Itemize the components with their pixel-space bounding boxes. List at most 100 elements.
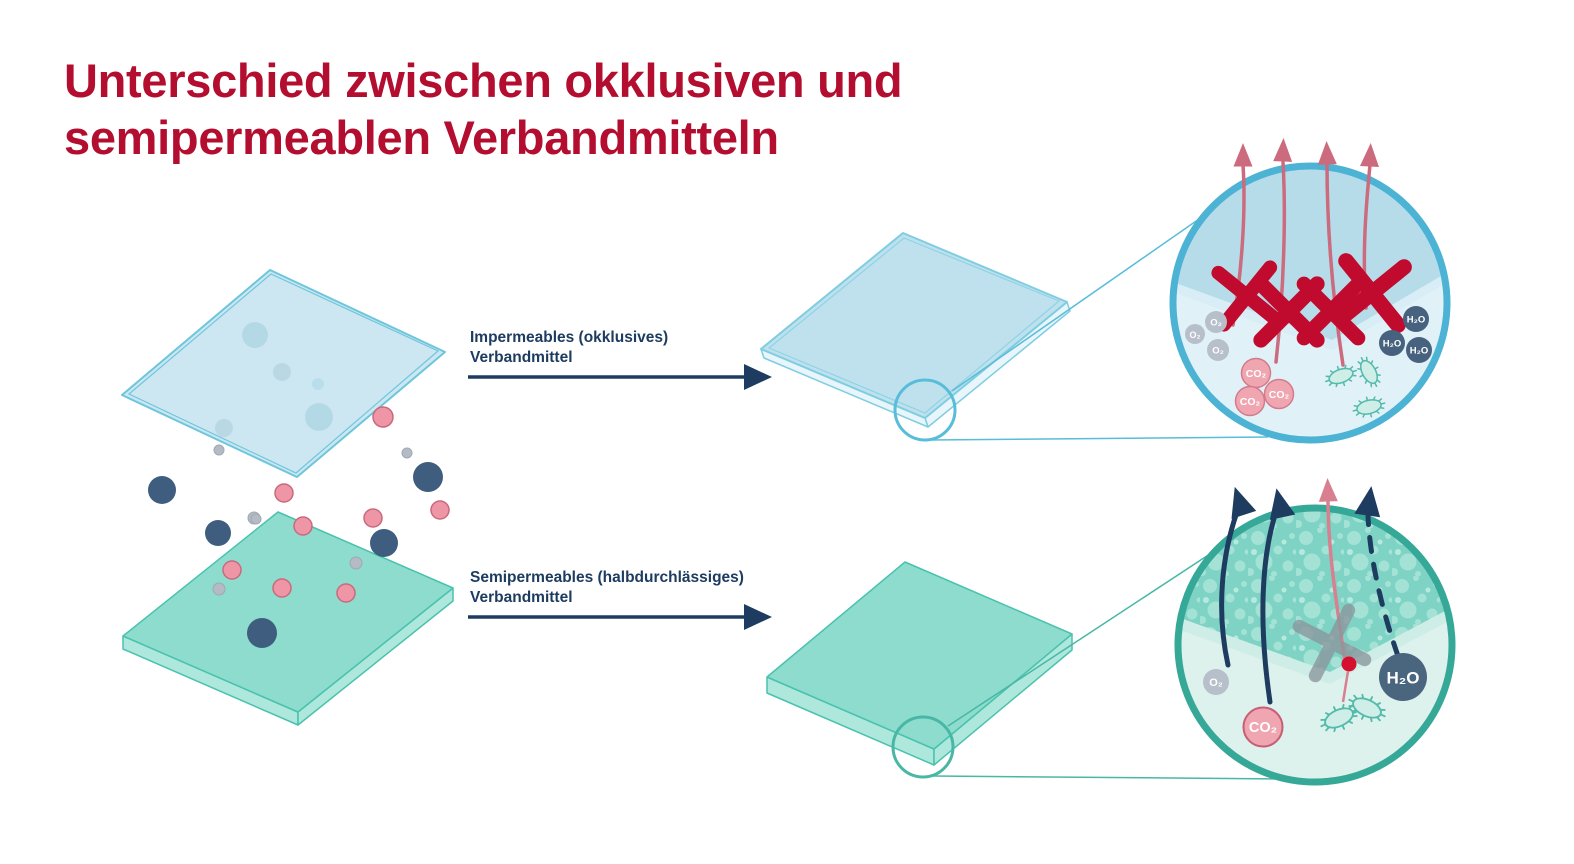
o2-label: O₂ [1210, 318, 1222, 329]
dot [363, 508, 383, 528]
dot [413, 462, 443, 492]
co2-label: CO₂ [1246, 368, 1267, 380]
h2o-label: H₂O [1383, 339, 1401, 350]
bacteria-trace-line [1341, 670, 1350, 703]
h2o-molecule [1403, 306, 1429, 332]
arrow-head-icon [744, 604, 772, 630]
arrow-head-icon [1222, 482, 1257, 519]
co2-label: CO₂ [1269, 389, 1290, 401]
molecules-on-foam [212, 513, 398, 648]
occlusive-arrow [468, 364, 772, 390]
magnifier-ring [893, 378, 957, 442]
magnifier-line [947, 549, 1217, 727]
o2-label: O₂ [1209, 677, 1223, 689]
occlusive-magnified-view: O₂ O₂ O₂ CO₂ CO₂ CO₂ [1169, 137, 1451, 444]
h2o-molecule [1406, 337, 1432, 363]
co2-label: CO₂ [1240, 396, 1261, 408]
sheet-inner-edge [767, 237, 1061, 414]
dot [274, 483, 294, 503]
occlusive-label-line1: Impermeables (okklusives) [470, 329, 669, 346]
semipermeable-label-line1: Semipermeables (halbdurchlässiges) [470, 569, 744, 586]
occlusive-result: O₂ O₂ O₂ CO₂ CO₂ CO₂ [760, 137, 1451, 444]
vapour-arrow [1325, 161, 1345, 367]
semipermeable-arrow [468, 604, 772, 630]
arrow-head-icon [1233, 143, 1253, 167]
o2-molecule [1203, 669, 1229, 695]
h2o-label: H₂O [1407, 315, 1425, 326]
dot [349, 556, 363, 570]
dot [247, 618, 277, 648]
o2-molecule [1207, 339, 1229, 361]
co2-molecule [1234, 385, 1266, 417]
gas-arrow [1219, 509, 1240, 668]
magnifier-ring [891, 715, 955, 779]
film-face [121, 269, 446, 478]
gas-arrow [1260, 509, 1279, 705]
dot [205, 520, 231, 546]
co2-molecule [1263, 378, 1295, 410]
semipermeable-label-line2: Verbandmittel [470, 589, 573, 606]
passing-gas-arrows [1219, 509, 1279, 705]
main-title-line2: semipermeablen Verbandmitteln [64, 111, 779, 164]
o2-molecule [1205, 311, 1227, 333]
vapour-arrow [1274, 160, 1287, 364]
arrow-head-icon [1354, 484, 1385, 518]
occlusive-film-sheet [121, 269, 446, 478]
semipermeable-foam-sheet [122, 511, 454, 726]
dot [370, 529, 398, 557]
dot [212, 582, 226, 596]
dot [372, 406, 394, 428]
o2-molecule [1185, 324, 1205, 344]
membrane-edge-band [1181, 602, 1449, 684]
sheet-face [760, 232, 1068, 419]
arrow-head-icon [1318, 477, 1338, 502]
slab-face [122, 511, 454, 713]
h2o-molecule [1379, 330, 1405, 356]
magnifier-line [929, 436, 1269, 441]
dot [222, 560, 242, 580]
dressing-layers-illustration [121, 269, 454, 726]
h2o-molecules: H₂O H₂O H₂O [1379, 306, 1432, 363]
dot [250, 513, 262, 525]
semipermeable-result: O₂ CO₂ H₂O [766, 477, 1456, 786]
magnifier-line [951, 209, 1213, 392]
main-title: Unterschied zwischen okklusiven und semi… [64, 52, 903, 166]
h2o-label: H₂O [1386, 669, 1419, 688]
h2o-molecule [1379, 653, 1427, 701]
semipermeable-sheet-preview [766, 561, 1073, 766]
co2-molecule [1242, 706, 1284, 748]
dot [336, 583, 356, 603]
dot [148, 476, 176, 504]
co2-label: CO₂ [1249, 720, 1277, 736]
o2-label: O₂ [1212, 346, 1224, 357]
main-title-line1: Unterschied zwischen okklusiven und [64, 54, 903, 107]
arrow-head-icon [1360, 142, 1381, 167]
arrow-head-icon [744, 364, 772, 390]
semipermeable-magnified-view: O₂ CO₂ H₂O [1174, 477, 1456, 786]
blocked-dot [1341, 656, 1357, 672]
semipermeable-arrow-label: Semipermeables (halbdurchlässiges) Verba… [470, 568, 744, 608]
magnified-membrane [1181, 511, 1449, 684]
co2-molecules: CO₂ CO₂ CO₂ [1234, 357, 1295, 417]
slab-face [766, 561, 1073, 750]
dot [293, 516, 313, 536]
porous-membrane-surface [1181, 511, 1449, 672]
dot [272, 578, 292, 598]
o2-label: O₂ [1190, 330, 1201, 340]
h2o-label: H₂O [1410, 346, 1428, 357]
magnifier-line [932, 775, 1284, 780]
dot [430, 500, 450, 520]
occlusive-sheet-preview [760, 232, 1071, 428]
free-molecules [148, 406, 450, 546]
dot [401, 447, 413, 459]
magnified-circle-ring [1174, 504, 1456, 786]
arrow-head-icon [1273, 137, 1293, 162]
occlusive-label-line2: Verbandmittel [470, 349, 573, 366]
occlusive-arrow-label: Impermeables (okklusives) Verbandmittel [470, 328, 668, 368]
film-inner-edge [127, 273, 440, 474]
o2-molecules: O₂ O₂ O₂ [1185, 311, 1229, 361]
arrow-head-icon [1317, 140, 1337, 165]
magnified-circle-ring [1169, 162, 1451, 444]
